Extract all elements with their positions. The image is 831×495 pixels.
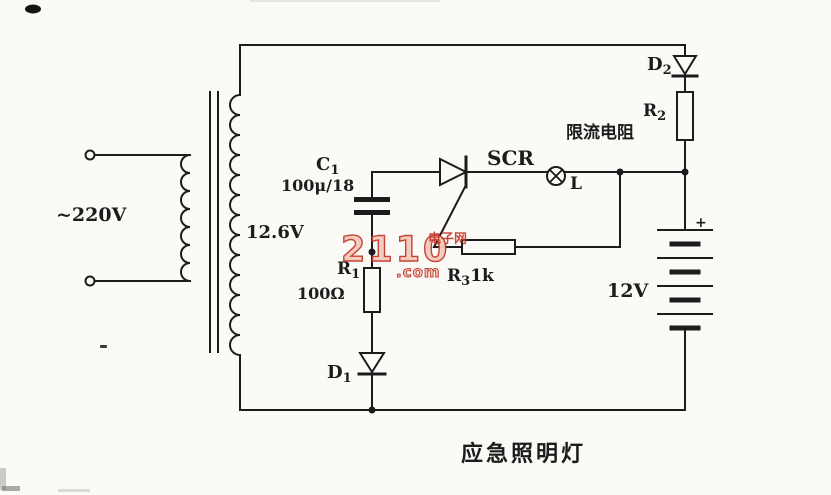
d1-diode-symbol	[357, 352, 387, 376]
watermark-line2: .com	[396, 263, 441, 281]
junction-dot	[368, 248, 376, 256]
edge-smudge	[58, 489, 90, 492]
watermark: 2110 .com 电子网	[340, 229, 467, 281]
scr-gate-wire	[432, 183, 468, 248]
r2-description-label: 限流电阻	[566, 122, 634, 143]
primary-coil	[180, 153, 192, 283]
edge-smudge	[0, 468, 6, 490]
c1-value-label: 100μ/18	[281, 176, 354, 195]
junction-dots	[368, 168, 689, 414]
battery-short-plates	[669, 241, 701, 331]
d1-label: D1	[327, 362, 352, 386]
r3-resistor-symbol	[461, 239, 516, 255]
wire-r3-to-junction	[514, 171, 621, 248]
r2-resistor-symbol	[676, 91, 694, 141]
r1-resistor-symbol	[363, 267, 381, 313]
watermark-line3: 电子网	[428, 231, 467, 247]
speck	[100, 345, 107, 348]
r2-label: R2	[643, 101, 666, 124]
battery-plus-label: +	[695, 215, 707, 231]
circuit-wires	[94, 44, 686, 411]
battery-long-plates	[657, 229, 713, 315]
ac-input-label: ~220V	[56, 204, 128, 226]
wire-top-loop	[239, 44, 686, 57]
junction-dot	[616, 168, 624, 176]
c1-bottom-plate	[354, 210, 390, 215]
r1-value-label: 100Ω	[297, 284, 345, 303]
d2-diode-symbol	[671, 55, 699, 78]
battery-voltage-label: 12V	[607, 280, 649, 302]
lamp-cross	[548, 168, 564, 184]
scr-triangle	[439, 157, 469, 187]
scr-symbol	[439, 155, 469, 189]
r1-label: R1	[337, 259, 360, 282]
d2-triangle	[672, 55, 698, 76]
d2-label: D2	[647, 54, 672, 78]
junction-dot	[368, 406, 376, 414]
ac-terminal-top	[84, 149, 96, 161]
junction-dot	[681, 168, 689, 176]
secondary-coil	[229, 93, 242, 357]
diagram-caption: 应急照明灯	[461, 441, 586, 467]
scan-artifacts	[0, 0, 440, 492]
ac-terminal-bottom	[84, 275, 96, 287]
r3-label: R31k	[447, 266, 495, 289]
lamp-symbol	[546, 166, 566, 186]
d1-triangle	[358, 352, 386, 374]
c1-label: C1	[316, 154, 339, 178]
watermark-line1: 2110	[341, 230, 450, 270]
secondary-voltage-label: 12.6V	[246, 222, 305, 243]
c1-capacitor-symbol	[354, 197, 390, 215]
edge-smudge	[2, 486, 20, 491]
battery-symbol	[657, 229, 713, 331]
scr-label: SCR	[487, 146, 534, 170]
c1-top-plate	[354, 197, 390, 202]
ink-blot	[25, 4, 41, 14]
lamp-label: L	[570, 174, 582, 194]
edge-smudge	[250, 0, 440, 2]
